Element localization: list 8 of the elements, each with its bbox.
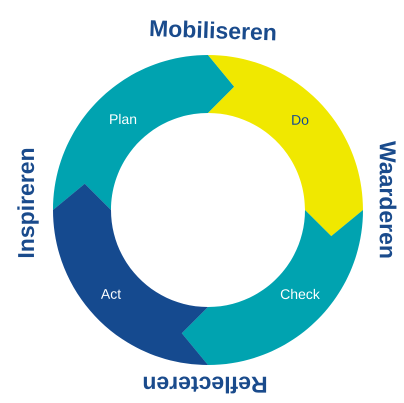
cycle-label: Inspireren [17, 148, 39, 258]
cycle-label: Reflecteren [144, 376, 266, 394]
cycle-label: Waarderen [380, 141, 396, 258]
ring-segment: Check [182, 210, 363, 365]
cycle-label: Mobiliseren [150, 20, 276, 40]
ring-segment: Act [53, 184, 208, 365]
ring-segment: Do [208, 55, 363, 236]
ring-segment: Plan [53, 55, 234, 210]
